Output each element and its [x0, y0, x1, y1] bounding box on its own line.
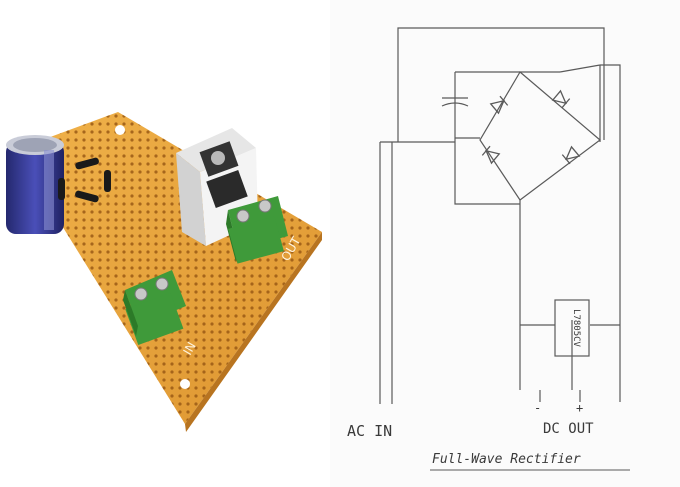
- diode-bottom-right: [561, 145, 581, 165]
- board-label-in: IN: [180, 340, 198, 358]
- minus-label: -: [534, 401, 541, 415]
- diode-symbols: [481, 89, 581, 165]
- electrolytic-capacitor: [6, 135, 64, 234]
- input-terminal-block: [123, 270, 186, 346]
- hand-drawn-schematic: L7805CV - + AC IN DC OUT Full-Wave Recti…: [330, 0, 680, 487]
- schematic-wires: [379, 27, 621, 404]
- dc-out-label: DC OUT: [543, 421, 594, 437]
- circuit-board-photo: OUT IN: [0, 0, 330, 487]
- ac-in-label: AC IN: [347, 422, 392, 440]
- regulator-symbol: L7805CV: [554, 299, 590, 357]
- schematic-title: Full-Wave Rectifier: [432, 452, 581, 467]
- diode-top-left: [489, 95, 509, 115]
- rectifier-diodes: [58, 157, 111, 203]
- capacitor-symbol: [441, 97, 469, 107]
- plus-label: +: [576, 401, 583, 415]
- diode-bottom-left: [481, 145, 501, 165]
- diode-top-right: [551, 89, 571, 109]
- output-terminal-block: [226, 196, 288, 264]
- regulator-label: L7805CV: [571, 309, 581, 348]
